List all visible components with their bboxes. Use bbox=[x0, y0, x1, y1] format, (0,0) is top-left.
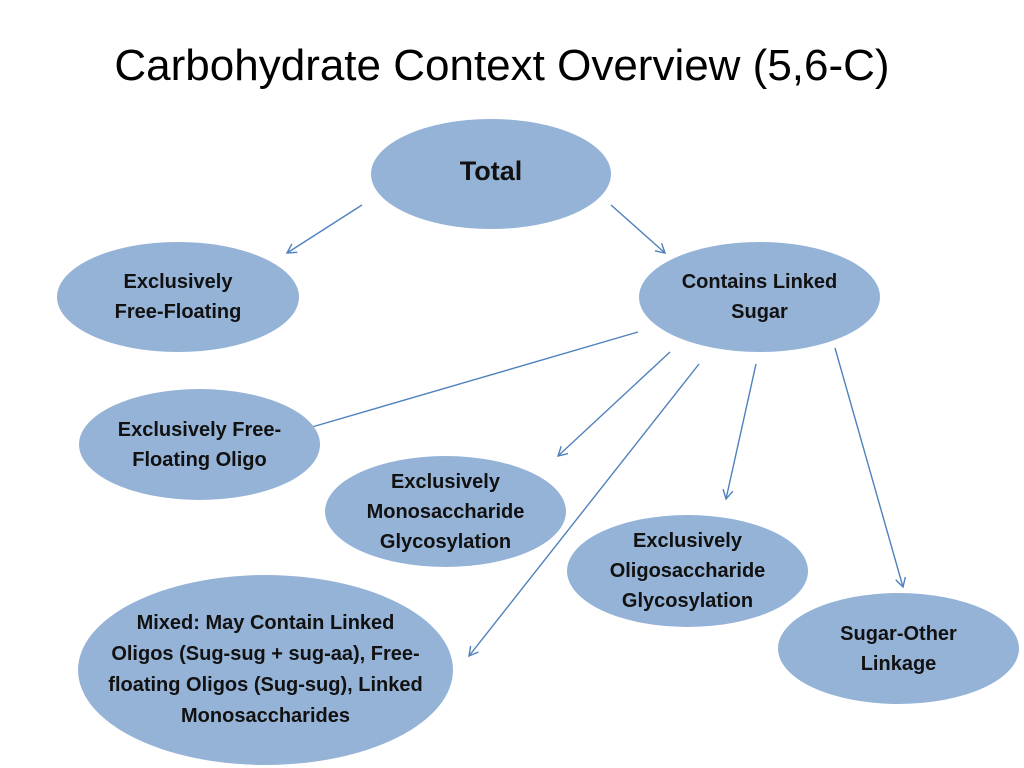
arrow-linked-sugar-to-mixed bbox=[468, 363, 700, 658]
arrow-linked-sugar-to-sugar-other bbox=[834, 347, 907, 589]
node-sugar-other-linkage: Sugar-Other Linkage bbox=[778, 593, 1019, 704]
node-contains-linked-sugar: Contains Linked Sugar bbox=[639, 242, 880, 352]
node-mixed-label: Mixed: May Contain Linked Oligos (Sug-su… bbox=[108, 612, 423, 727]
node-exclusively-oligosaccharide-glycosylation-label: Exclusively Oligosaccharide Glycosylatio… bbox=[609, 530, 766, 612]
arrow-total-to-linked-sugar bbox=[610, 204, 667, 254]
node-exclusively-free-floating: Exclusively Free-Floating bbox=[57, 242, 299, 352]
node-sugar-other-linkage-label: Sugar-Other Linkage bbox=[840, 622, 957, 675]
arrow-linked-sugar-to-oligo-glyco bbox=[722, 363, 757, 501]
slide-title: Carbohydrate Context Overview (5,6-C) bbox=[114, 41, 890, 90]
node-contains-linked-sugar-label: Contains Linked Sugar bbox=[681, 271, 838, 323]
node-exclusively-monosaccharide-glycosylation-label: Exclusively Monosaccharide Glycosylation bbox=[366, 470, 525, 553]
node-exclusively-oligosaccharide-glycosylation: Exclusively Oligosaccharide Glycosylatio… bbox=[567, 515, 808, 627]
node-exclusively-free-floating-oligo-label: Exclusively Free- Floating Oligo bbox=[117, 418, 282, 471]
arrow-linked-sugar-to-mono-glyco bbox=[556, 351, 671, 457]
node-mixed: Mixed: May Contain Linked Oligos (Sug-su… bbox=[78, 575, 453, 765]
node-exclusively-monosaccharide-glycosylation: Exclusively Monosaccharide Glycosylation bbox=[325, 456, 566, 567]
arrow-total-to-free-floating bbox=[285, 204, 363, 254]
node-total: Total bbox=[371, 119, 611, 229]
line-linked-sugar-to-free-oligo bbox=[311, 331, 639, 428]
node-exclusively-free-floating-label: Exclusively Free-Floating bbox=[114, 271, 242, 323]
node-exclusively-free-floating-oligo: Exclusively Free- Floating Oligo bbox=[79, 389, 320, 500]
node-total-label: Total bbox=[459, 155, 523, 186]
